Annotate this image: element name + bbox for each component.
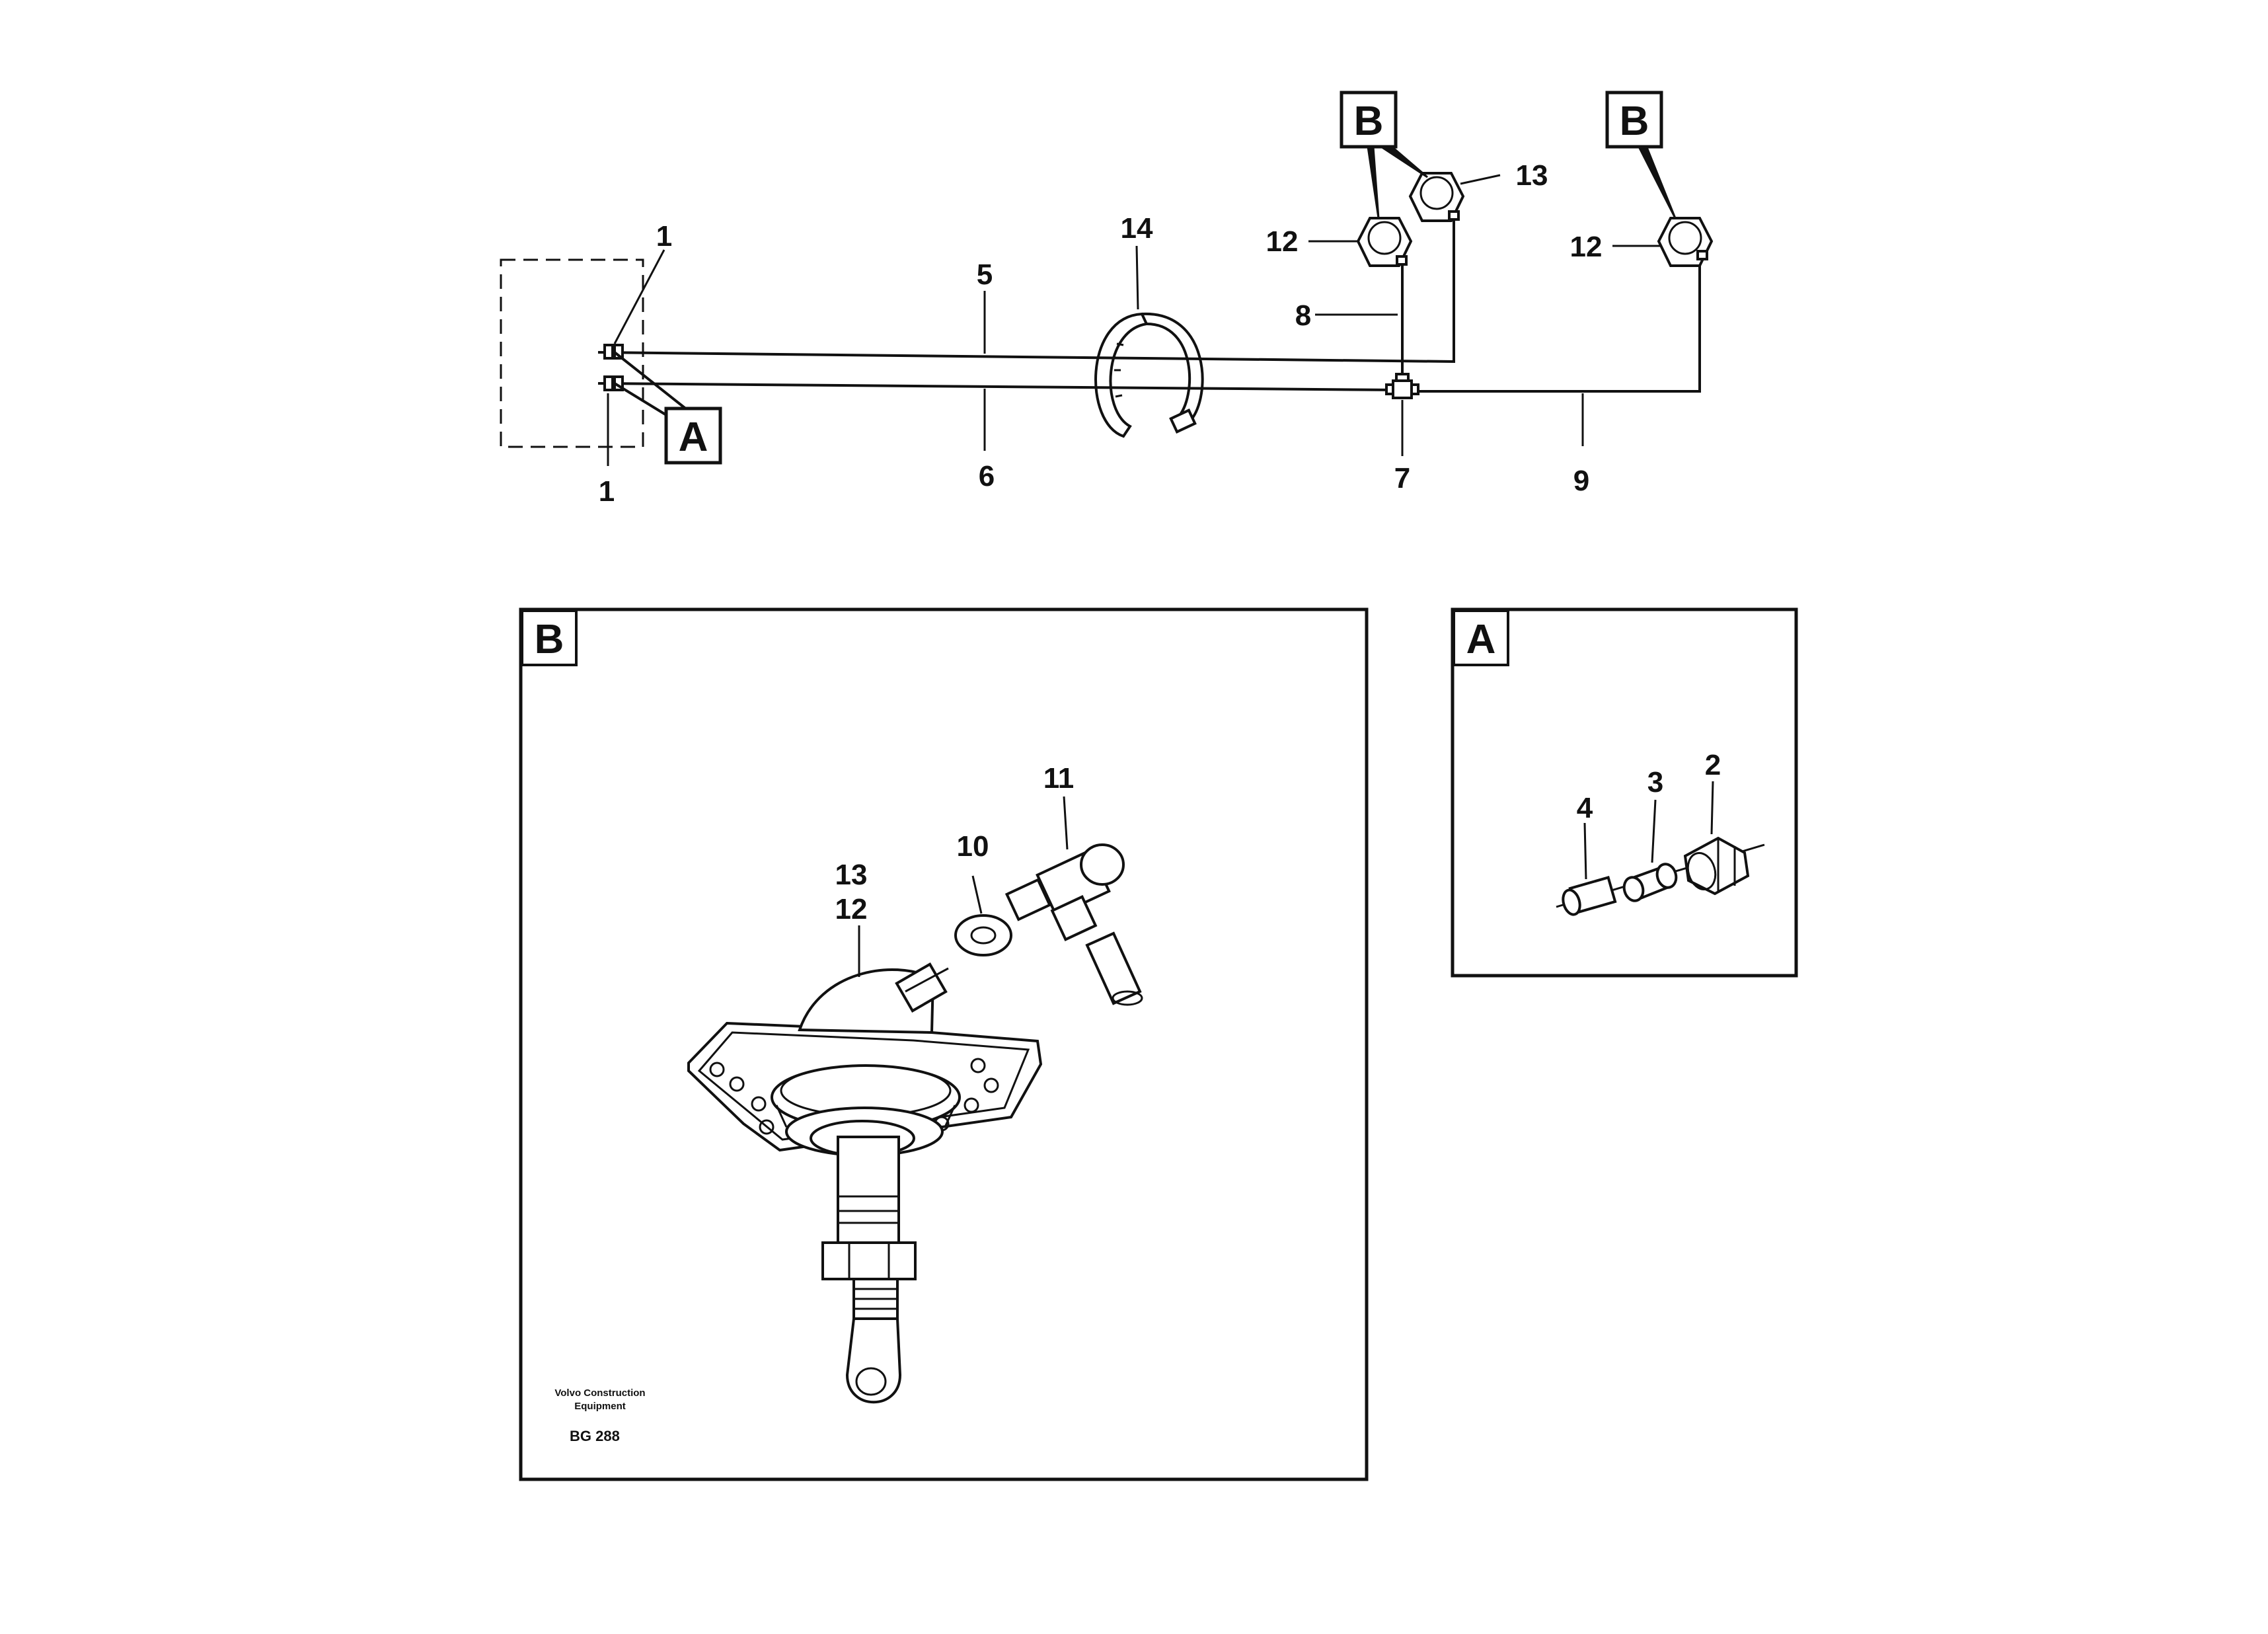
svg-text:A: A xyxy=(679,414,708,460)
brake-chamber-12-left xyxy=(1356,217,1413,267)
detail-b-title: B xyxy=(535,617,564,662)
washer-10 xyxy=(954,914,1012,956)
callout-b-box-right: B xyxy=(1605,91,1663,149)
svg-text:B: B xyxy=(1620,98,1649,144)
pipe-6 xyxy=(597,382,1398,391)
ferrule-3 xyxy=(1622,863,1678,902)
detail-b-panel: B xyxy=(519,607,1369,1481)
callout-b-box-left: B xyxy=(1340,91,1398,149)
label-3: 3 xyxy=(1647,766,1663,798)
pipe-5 xyxy=(597,218,1455,364)
pipe-9 xyxy=(1414,261,1701,393)
label-8: 8 xyxy=(1295,299,1311,332)
label-7: 7 xyxy=(1394,462,1410,494)
callout-a-pointer xyxy=(613,351,689,419)
hose-clamp-14 xyxy=(1094,312,1204,438)
label-1-upper: 1 xyxy=(656,220,672,253)
detail-a-panel: A 4 3 2 xyxy=(1451,607,1798,978)
svg-text:B: B xyxy=(1354,98,1384,144)
label-13-detail: 13 xyxy=(835,859,868,891)
label-4: 4 xyxy=(1577,792,1593,824)
label-5: 5 xyxy=(977,258,993,291)
label-9: 9 xyxy=(1573,465,1589,497)
tee-connector-7 xyxy=(1385,373,1419,399)
brake-chamber-13 xyxy=(1408,172,1465,222)
credit-line-2: Equipment xyxy=(574,1401,626,1412)
brake-chamber-12-right xyxy=(1657,217,1714,267)
label-10: 10 xyxy=(957,830,989,863)
label-13-top: 13 xyxy=(1516,159,1548,192)
label-11: 11 xyxy=(1043,762,1075,795)
label-12-left: 12 xyxy=(1266,225,1299,258)
label-14: 14 xyxy=(1121,212,1153,245)
label-1-lower: 1 xyxy=(599,475,615,508)
label-12-detail: 12 xyxy=(835,893,868,925)
callout-b-right-pointer xyxy=(1637,143,1677,219)
label-6: 6 xyxy=(979,460,995,492)
brake-chamber-assembly xyxy=(687,962,1043,1404)
credit-line-1: Volvo Construction xyxy=(554,1387,645,1399)
detail-a-title: A xyxy=(1466,617,1496,662)
overview-schematic: A B B 1 1 5 6 14 8 7 9 12 12 13 xyxy=(500,91,1714,508)
drawing-code: BG 288 xyxy=(570,1428,620,1444)
sleeve-4 xyxy=(1562,875,1617,916)
callout-a-box: A xyxy=(664,407,722,465)
label-2: 2 xyxy=(1705,749,1721,781)
elbow-fitting-11 xyxy=(1004,843,1143,1006)
nut-2 xyxy=(1683,836,1750,896)
label-12-right: 12 xyxy=(1570,231,1603,263)
